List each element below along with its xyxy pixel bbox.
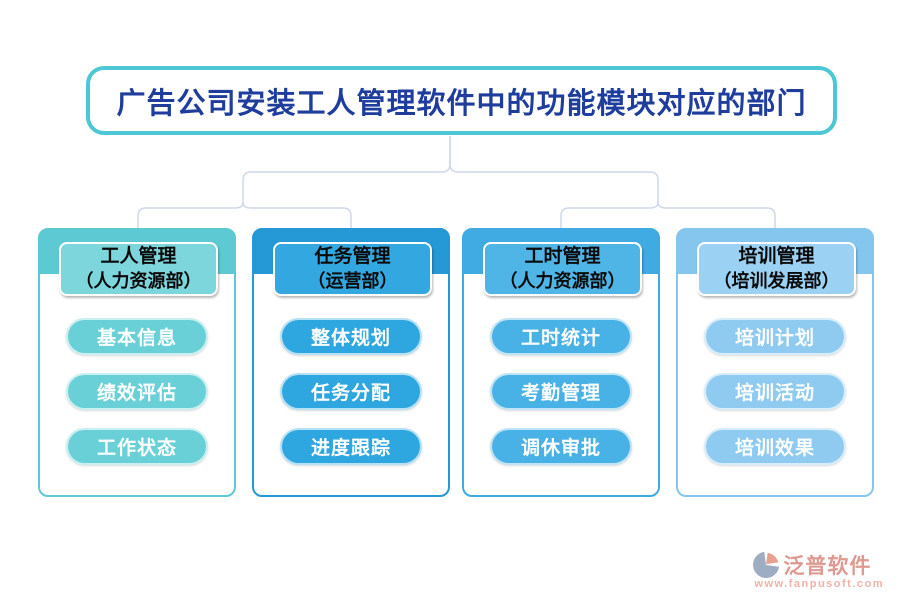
module-title: 培训管理 bbox=[738, 246, 815, 267]
card-header: 任务管理 （运营部） bbox=[273, 242, 432, 296]
module-title: 工人管理 bbox=[100, 246, 177, 267]
module-title: 任务管理 bbox=[314, 246, 391, 267]
brand-watermark: 泛普软件 www.fanpusoft.com bbox=[752, 550, 884, 590]
fanpu-logo-icon bbox=[753, 551, 780, 578]
module-department: （人力资源部） bbox=[75, 271, 202, 291]
card-header: 培训管理 （培训发展部） bbox=[697, 242, 856, 296]
feature-pill: 绩效评估 bbox=[66, 373, 208, 410]
module-title: 工时管理 bbox=[524, 246, 601, 267]
module-card-training-management: 培训管理 （培训发展部） 培训计划 培训活动 培训效果 bbox=[676, 228, 874, 497]
module-card-task-management: 任务管理 （运营部） 整体规划 任务分配 进度跟踪 bbox=[252, 228, 450, 497]
feature-pill: 工作状态 bbox=[66, 428, 208, 465]
feature-pill: 培训活动 bbox=[704, 373, 846, 410]
module-card-workhour-management: 工时管理 （人力资源部） 工时统计 考勤管理 调休审批 bbox=[462, 228, 660, 497]
feature-pill: 考勤管理 bbox=[490, 373, 632, 410]
module-department: （运营部） bbox=[307, 271, 398, 291]
diagram-title: 广告公司安装工人管理软件中的功能模块对应的部门 bbox=[86, 66, 837, 135]
module-department: （培训发展部） bbox=[713, 271, 840, 291]
card-header: 工时管理 （人力资源部） bbox=[483, 242, 642, 296]
feature-pill: 进度跟踪 bbox=[280, 428, 422, 465]
feature-pill: 培训计划 bbox=[704, 318, 846, 355]
brand-name: 泛普软件 bbox=[783, 554, 872, 578]
card-header: 工人管理 （人力资源部） bbox=[59, 242, 218, 296]
feature-pill: 工时统计 bbox=[490, 318, 632, 355]
module-department: （人力资源部） bbox=[499, 271, 626, 291]
feature-pill: 调休审批 bbox=[490, 428, 632, 465]
feature-pill: 培训效果 bbox=[704, 428, 846, 465]
brand-url: www.fanpusoft.com bbox=[754, 578, 884, 590]
module-card-worker-management: 工人管理 （人力资源部） 基本信息 绩效评估 工作状态 bbox=[38, 228, 236, 497]
feature-pill: 任务分配 bbox=[280, 373, 422, 410]
feature-pill: 基本信息 bbox=[66, 318, 208, 355]
feature-pill: 整体规划 bbox=[280, 318, 422, 355]
